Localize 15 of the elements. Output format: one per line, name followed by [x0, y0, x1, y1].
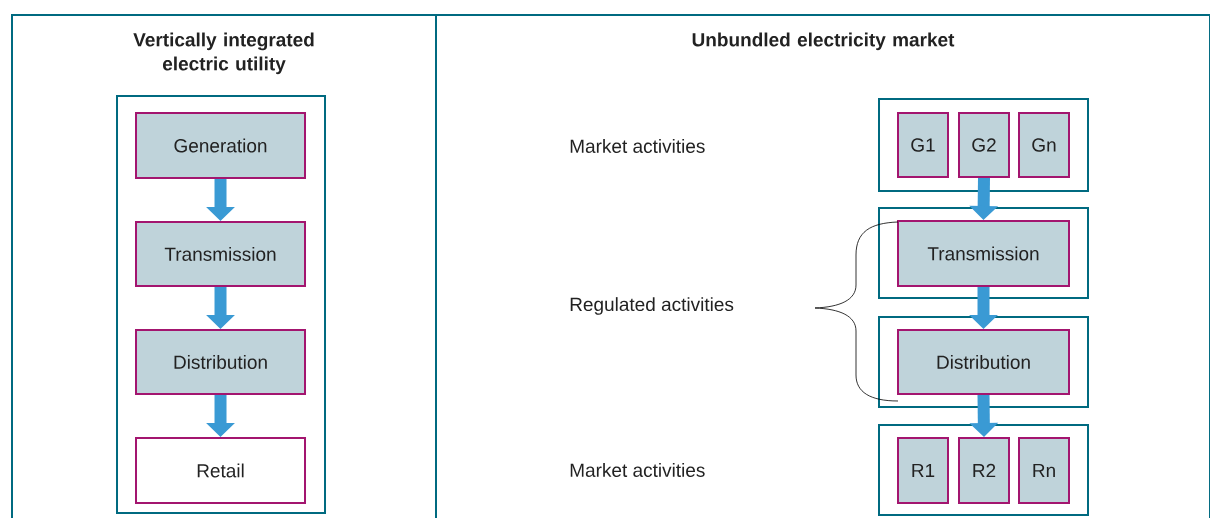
annotation: Regulated activities [570, 297, 734, 315]
process-box: G2 [958, 112, 1010, 178]
process-box: Retail [135, 437, 306, 504]
annotation: Market activities [570, 139, 705, 153]
annotation: Market activities [570, 463, 705, 477]
process-box: Rn [1018, 437, 1070, 504]
process-box: Transmission [135, 221, 306, 287]
process-box: R1 [897, 437, 949, 504]
process-box: Distribution [897, 329, 1070, 395]
process-box: G1 [897, 112, 949, 178]
process-box: Generation [135, 112, 306, 179]
process-box: R2 [958, 437, 1010, 504]
process-box: Transmission [897, 220, 1070, 287]
process-box: Gn [1018, 112, 1070, 178]
process-box: Distribution [135, 329, 306, 395]
